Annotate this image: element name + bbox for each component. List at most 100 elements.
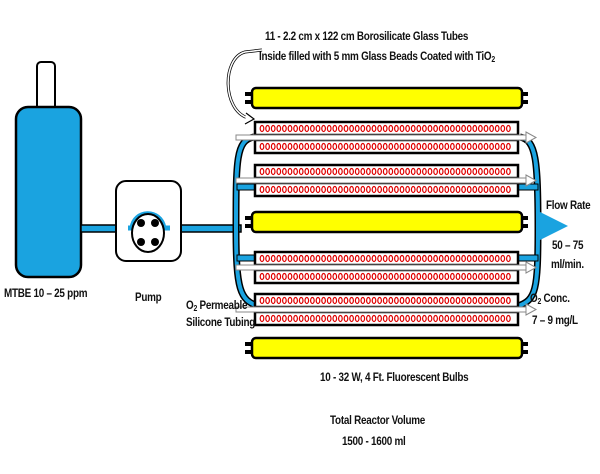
glass-bead (343, 314, 349, 323)
glass-bead (287, 167, 293, 176)
glass-bead (326, 142, 332, 151)
glass-bead (315, 185, 321, 194)
glass-bead (326, 254, 332, 263)
glass-bead (338, 167, 343, 176)
glass-bead (343, 185, 349, 194)
glass-bead (354, 296, 360, 305)
glass-bead (326, 272, 332, 281)
glass-bead (377, 185, 383, 194)
o2-text: O (530, 293, 538, 305)
tube-pair-1 (235, 120, 538, 155)
glass-bead (354, 185, 360, 194)
glass-bead (304, 167, 310, 176)
glass-bead (466, 167, 472, 176)
glass-bead (360, 185, 366, 194)
glass-bead (349, 254, 355, 263)
glass-bead (450, 296, 455, 305)
flow-rate-value: 50 – 75 (552, 240, 584, 252)
glass-bead (349, 314, 355, 323)
glass-bead (377, 296, 383, 305)
glass-bead (310, 254, 315, 263)
glass-bead (506, 314, 511, 323)
glass-bead (287, 296, 293, 305)
glass-bead (304, 314, 310, 323)
glass-bead (483, 185, 489, 194)
outlet-manifold (516, 133, 568, 310)
volume-label-line1: Total Reactor Volume (330, 415, 426, 427)
glass-bead (293, 314, 299, 323)
glass-bead (500, 314, 506, 323)
o2-tubing-label-line2: Silicone Tubing (186, 317, 256, 329)
glass-bead (332, 185, 338, 194)
glass-bead (466, 124, 472, 133)
glass-bead (416, 185, 422, 194)
glass-bead (427, 272, 433, 281)
glass-bead (444, 142, 450, 151)
glass-bead (315, 296, 321, 305)
glass-bead (282, 272, 287, 281)
glass-bead (371, 124, 377, 133)
glass-bead (326, 167, 332, 176)
glass-bead (332, 296, 338, 305)
glass-bead (298, 272, 304, 281)
glass-bead (500, 142, 506, 151)
glass-bead (332, 254, 338, 263)
glass-bead (332, 314, 338, 323)
glass-bead (455, 296, 461, 305)
glass-bead (366, 296, 371, 305)
glass-bead (472, 314, 478, 323)
glass-bead (444, 272, 450, 281)
glass-bead (399, 314, 405, 323)
glass-bead (394, 167, 399, 176)
glass-bead (349, 142, 355, 151)
glass-bead (276, 296, 282, 305)
glass-bead (461, 185, 467, 194)
glass-bead (506, 142, 511, 151)
glass-bead (394, 296, 399, 305)
glass-bead (259, 296, 265, 305)
glass-bead (422, 142, 427, 151)
glass-bead (298, 254, 304, 263)
glass-bead (287, 124, 293, 133)
subscript: 2 (491, 55, 495, 64)
glass-bead (304, 296, 310, 305)
glass-bead (444, 254, 450, 263)
glass-bead (354, 314, 360, 323)
glass-bead (416, 254, 422, 263)
glass-bead (293, 254, 299, 263)
glass-bead (298, 142, 304, 151)
glass-bead (304, 254, 310, 263)
glass-bead (282, 254, 287, 263)
glass-bead (315, 124, 321, 133)
glass-bead (444, 296, 450, 305)
glass-bead (506, 272, 511, 281)
glass-bead (282, 124, 287, 133)
glass-bead (304, 124, 310, 133)
glass-bead (259, 167, 265, 176)
glass-bead (388, 314, 394, 323)
glass-bead (461, 272, 467, 281)
glass-bead (455, 167, 461, 176)
glass-bead (461, 296, 467, 305)
glass-bead (259, 254, 265, 263)
o2-conc-value: 7 – 9 mg/L (532, 315, 578, 327)
glass-bead (310, 167, 315, 176)
glass-bead (466, 272, 472, 281)
glass-bead (360, 296, 366, 305)
glass-bead (293, 142, 299, 151)
feed-bottle (14, 61, 83, 279)
glass-bead (410, 167, 416, 176)
glass-bead (310, 272, 315, 281)
glass-bead (494, 142, 500, 151)
glass-bead (405, 142, 411, 151)
glass-bead (343, 167, 349, 176)
glass-bead (382, 167, 388, 176)
glass-bead (450, 314, 455, 323)
glass-bead (506, 167, 511, 176)
glass-bead (427, 142, 433, 151)
glass-bead (343, 296, 349, 305)
glass-bead (472, 124, 478, 133)
subscript: 2 (193, 304, 198, 313)
glass-bead (478, 272, 483, 281)
glass-bead (394, 254, 399, 263)
